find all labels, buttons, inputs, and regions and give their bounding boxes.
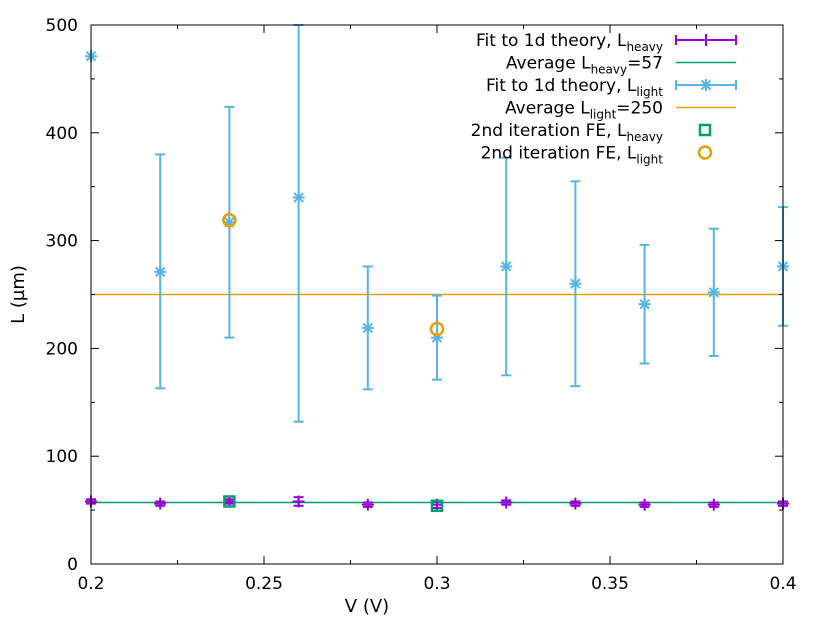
y-tick-label: 100 — [46, 447, 78, 467]
fit_heavy-point — [361, 498, 374, 511]
fe_light-point — [222, 212, 237, 228]
fit_light-point — [500, 260, 513, 273]
x-tick-label: 0.4 — [769, 574, 796, 594]
y-tick-label: 400 — [46, 124, 78, 144]
fit_light-point — [361, 321, 374, 334]
y-tick-labels: 0 100 200 300 400 500 — [46, 16, 78, 575]
y-axis-title: L (µm) — [8, 265, 29, 324]
fit_light-point — [569, 277, 582, 290]
fit_heavy-point — [569, 497, 582, 510]
x-tick-labels: 0.2 0.25 0.3 0.35 0.4 — [77, 574, 796, 594]
legend-label: Fit to 1d theory, Lheavy — [476, 31, 663, 54]
axis-ticks — [90, 24, 784, 565]
y-tick-label: 0 — [67, 555, 78, 575]
error-bars — [86, 24, 788, 509]
legend-entry: Average Lheavy=57 — [506, 54, 736, 77]
data-markers — [85, 50, 789, 513]
fit_heavy-point — [707, 498, 720, 511]
legend-label: 2nd iteration FE, Llight — [481, 144, 664, 167]
y-tick-label: 500 — [46, 16, 78, 36]
legend-label: Fit to 1d theory, Llight — [486, 76, 663, 99]
fit_heavy-point — [154, 497, 167, 510]
fe_heavy-point — [223, 495, 236, 508]
fe_heavy-point — [430, 499, 444, 513]
fit_light-point — [154, 265, 167, 278]
y-tick-label: 200 — [46, 339, 78, 359]
fit_heavy-point — [500, 496, 513, 509]
fit_light-point — [707, 286, 720, 299]
legend-marker-sample — [697, 145, 713, 160]
fit_light-point — [292, 191, 305, 204]
y-tick-label: 300 — [46, 232, 78, 252]
legend-marker-sample — [700, 79, 712, 91]
x-tick-label: 0.25 — [245, 574, 283, 594]
legend-marker-sample — [698, 123, 712, 137]
fe_light-point — [429, 321, 445, 337]
fit_heavy-point — [292, 495, 305, 508]
x-tick-label: 0.35 — [591, 574, 629, 594]
x-tick-label: 0.2 — [77, 574, 104, 594]
x-axis-title: V (V) — [345, 596, 389, 617]
fit_light-errorbar — [293, 24, 304, 423]
legend-entry: Fit to 1d theory, Lheavy — [476, 31, 737, 54]
legend-entry: 2nd iteration FE, Lheavy — [471, 121, 712, 144]
x-tick-label: 0.3 — [423, 574, 450, 594]
legend-label: Average Lheavy=57 — [506, 54, 663, 77]
fit_light-point — [638, 298, 651, 311]
legend-label: Average Llight=250 — [505, 99, 663, 122]
legend-entry: 2nd iteration FE, Llight — [481, 144, 713, 167]
legend-label: 2nd iteration FE, Lheavy — [471, 121, 663, 144]
fit_heavy-point — [638, 498, 651, 511]
legend-entry: Fit to 1d theory, Llight — [486, 76, 737, 99]
legend-entry: Average Llight=250 — [505, 99, 736, 122]
legend-marker-sample — [700, 34, 712, 46]
